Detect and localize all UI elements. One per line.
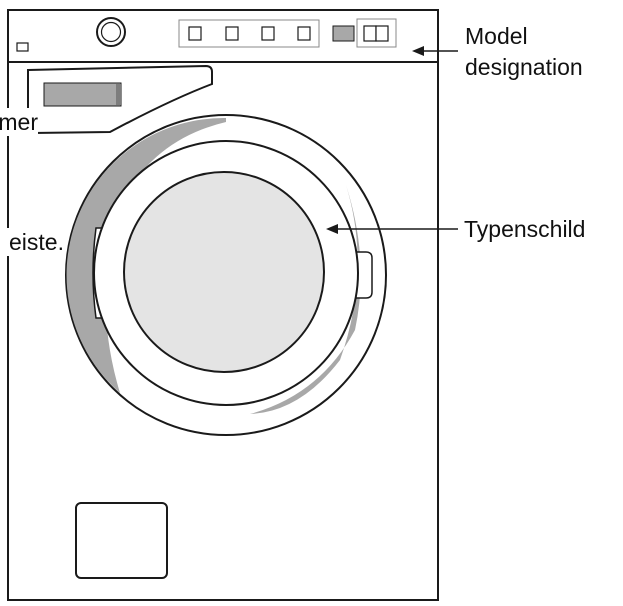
type-plate-label: Typenschild	[464, 216, 586, 242]
model-label-line1: Model	[465, 23, 528, 49]
arrow-left-icon	[326, 224, 458, 234]
cropped-label-middle-text: eiste.	[9, 229, 64, 255]
cropped-label-top: mer	[0, 108, 38, 136]
power-indicator-light	[16, 42, 29, 52]
model-label-line2: designation	[465, 54, 583, 80]
drawer-handle	[43, 82, 122, 107]
door-glass	[123, 171, 325, 373]
button-group-frame	[178, 19, 320, 48]
panel-button-3	[261, 26, 275, 41]
panel-button-4	[297, 26, 311, 41]
service-flap	[75, 502, 168, 579]
drawer-handle-shadow	[116, 84, 121, 105]
panel-button-2	[225, 26, 239, 41]
dial-knob-icon	[96, 17, 126, 47]
panel-display-grey	[332, 25, 355, 42]
cropped-label-middle: eiste.	[0, 228, 64, 256]
arrow-left-icon	[412, 46, 458, 56]
model-designation-label: Model designation	[465, 21, 583, 83]
cropped-label-top-text: mer	[0, 109, 38, 135]
model-display-segment-1	[363, 25, 377, 42]
model-display-segment-2	[375, 25, 389, 42]
panel-button-1	[188, 26, 202, 41]
